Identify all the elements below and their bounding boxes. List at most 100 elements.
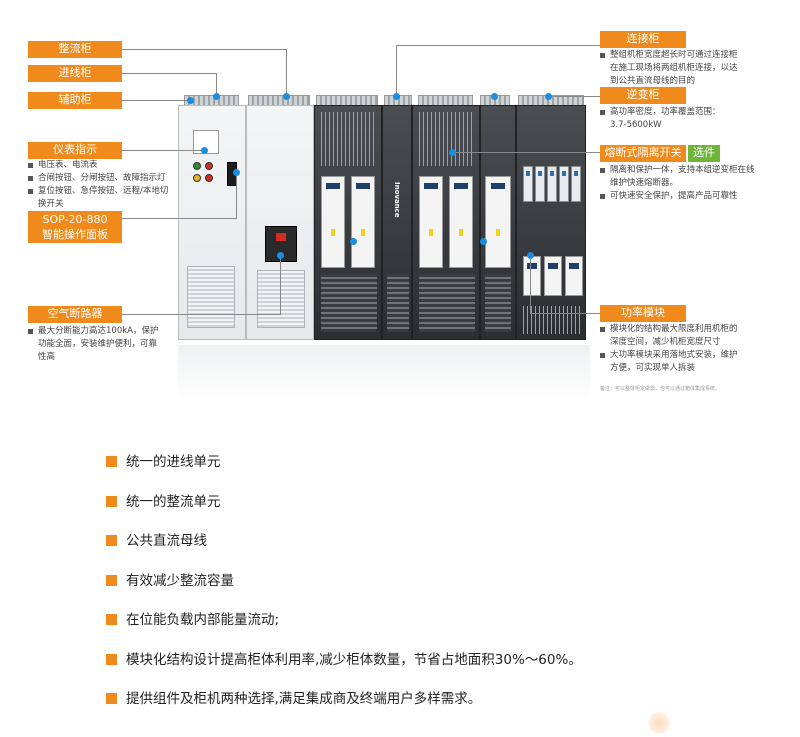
module-unit xyxy=(449,176,473,268)
label-fuse-switch: 熔断式隔离开关 xyxy=(600,145,686,162)
list-item: 统一的整流单元 xyxy=(106,492,766,532)
leader-line xyxy=(452,152,600,153)
vent-grille xyxy=(187,266,235,328)
list-item: 统一的进线单元 xyxy=(106,452,766,492)
busbar xyxy=(485,274,511,332)
busbar xyxy=(419,274,475,332)
leader-dot-icon xyxy=(201,147,208,154)
open-button-icon xyxy=(205,162,213,170)
label-inverter-cabinet: 逆变柜 xyxy=(600,87,686,104)
decorative-glow xyxy=(648,712,670,734)
module-unit xyxy=(485,176,511,268)
module-unit xyxy=(351,176,375,268)
label-incoming-cabinet: 进线柜 xyxy=(28,65,122,82)
connection-cabinet-body: Inovance xyxy=(382,105,412,340)
product-diagram: Inovance 整流柜 进线柜 辅助柜 仪表指示 xyxy=(28,31,755,400)
fault-lamp-icon xyxy=(193,174,201,182)
busbar xyxy=(387,274,409,332)
inverter-cabinet-body-2 xyxy=(480,105,516,340)
list-item: 在位能负载内部能量流动; xyxy=(106,610,766,650)
wiring xyxy=(321,112,377,166)
bullet-square-icon xyxy=(106,495,117,507)
leader-dot-icon xyxy=(283,93,290,100)
leader-dot-icon xyxy=(277,252,284,259)
list-item: 提供组件及柜机两种选择,满足集成商及终端用户多样需求。 xyxy=(106,689,766,729)
leader-dot-icon xyxy=(213,93,220,100)
bullet-square-icon xyxy=(106,456,117,467)
emergency-stop-icon xyxy=(205,174,213,182)
power-module xyxy=(544,256,562,296)
leader-line xyxy=(122,314,280,315)
label-sop-panel: SOP-20-880 智能操作面板 xyxy=(28,211,122,243)
leader-line xyxy=(396,45,600,46)
module-unit xyxy=(419,176,443,268)
leader-line xyxy=(122,73,217,74)
label-rectifier-cabinet: 整流柜 xyxy=(28,41,122,58)
cabinet-illustration: Inovance xyxy=(178,95,590,400)
leader-line xyxy=(530,313,600,314)
fuse-switch xyxy=(559,166,569,202)
wiring xyxy=(419,112,475,166)
fuse-switch xyxy=(547,166,557,202)
leader-line xyxy=(122,150,204,151)
rectifier-cabinet-body xyxy=(314,105,382,340)
leader-dot-icon xyxy=(350,238,357,245)
leader-dot-icon xyxy=(491,93,498,100)
brand-logo: Inovance xyxy=(393,182,401,218)
feature-list: 统一的进线单元 统一的整流单元 公共直流母线 有效减少整流容量 在位能负载内部能… xyxy=(106,452,766,729)
close-button-icon xyxy=(193,162,201,170)
leader-dot-icon xyxy=(393,93,400,100)
busbar xyxy=(321,274,377,332)
auxiliary-cabinet-body xyxy=(178,105,246,340)
bullet-square-icon xyxy=(106,574,117,586)
power-module xyxy=(565,256,583,296)
air-breaker-unit xyxy=(265,226,297,262)
power-module xyxy=(523,256,541,296)
label-auxiliary-cabinet: 辅助柜 xyxy=(28,92,122,109)
power-module-description: 模块化的结构最大限度利用机柜的 深度空间，减少机柜宽度尺寸 大功率模块采用落地式… xyxy=(600,323,738,375)
leader-dot-icon xyxy=(545,93,552,100)
leader-line xyxy=(122,49,287,50)
module-unit xyxy=(321,176,345,268)
incoming-cabinet-body xyxy=(246,105,314,340)
bullet-square-icon xyxy=(106,693,117,704)
leader-line xyxy=(286,49,287,97)
instrument-description: 电压表、电流表 合闸按钮、分闸按钮、故障指示灯 复位按钮、急停按钮、远程/本地切… xyxy=(28,159,168,211)
bullet-square-icon xyxy=(106,614,117,625)
leader-dot-icon xyxy=(480,238,487,245)
label-power-module: 功率模块 xyxy=(600,305,686,322)
leader-line xyxy=(396,45,397,97)
bullet-square-icon xyxy=(106,653,117,665)
list-item: 公共直流母线 xyxy=(106,531,766,571)
leader-line xyxy=(216,73,217,97)
leader-line xyxy=(530,255,531,314)
leader-dot-icon xyxy=(527,252,534,259)
leader-dot-icon xyxy=(449,149,456,156)
optional-badge: 选件 xyxy=(688,145,720,162)
connection-description: 整组机柜宽度超长时可通过连接柜 在施工现场将两组机柜连接，以达 到公共直流母线的… xyxy=(600,49,738,88)
leader-line xyxy=(280,255,281,315)
inverter-description: 高功率密度，功率覆盖范围： 3.7-5600kW xyxy=(600,106,721,132)
power-module-cabinet-body xyxy=(516,105,586,340)
leader-dot-icon xyxy=(187,97,194,104)
label-air-breaker: 空气断路器 xyxy=(28,306,122,323)
leader-line xyxy=(122,100,190,101)
footnote: 备注：可以整体柜定做需，也可以通过箱体集成系统。 xyxy=(600,386,721,392)
floor-reflection xyxy=(178,345,590,400)
list-item: 模块化结构设计提高柜体利用率,减少柜体数量，节省占地面积30%～60%。 xyxy=(106,650,766,690)
vent-grille xyxy=(257,270,305,328)
bullet-square-icon xyxy=(106,535,117,546)
fuse-switch xyxy=(571,166,581,202)
leader-dot-icon xyxy=(233,169,240,176)
leader-line xyxy=(122,218,236,219)
inverter-cabinet-body xyxy=(412,105,480,340)
fuse-switch xyxy=(523,166,533,202)
wiring xyxy=(523,306,583,334)
label-connection-cabinet: 连接柜 xyxy=(600,31,686,48)
air-breaker-description: 最大分断能力高达100kA，保护 功能全面，安装维护便利，可靠 性高 xyxy=(28,325,158,364)
leader-line xyxy=(236,172,237,219)
fuse-description: 隔离和保护一体，支持本组逆变柜在线 维护快速熔断器。 可快速安全保护，提高产品可… xyxy=(600,164,755,203)
list-item: 有效减少整流容量 xyxy=(106,571,766,611)
label-instrument-indicator: 仪表指示 xyxy=(28,142,122,159)
leader-line xyxy=(548,96,600,97)
